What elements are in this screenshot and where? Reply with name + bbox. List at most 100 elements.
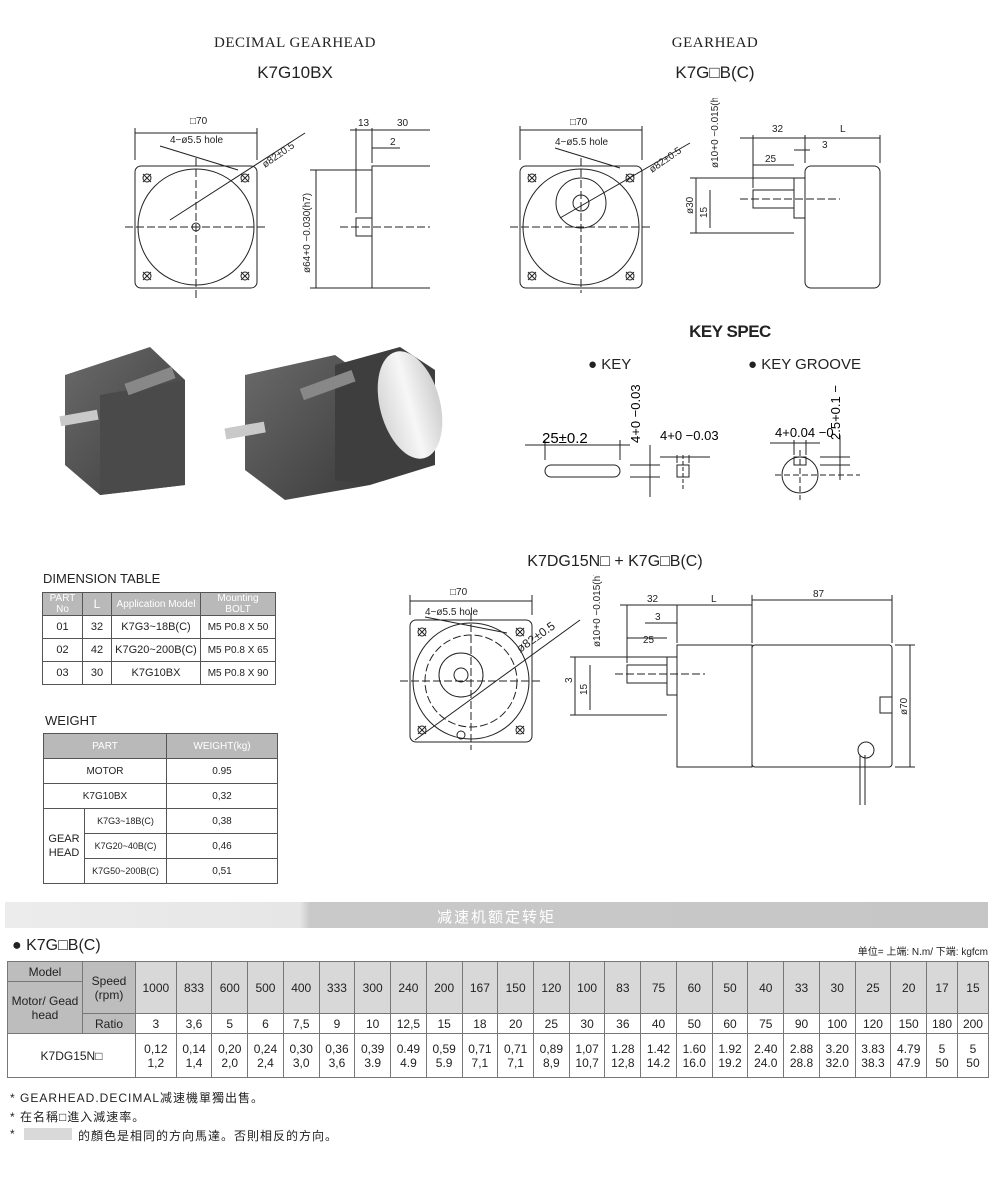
dim-2: 2 [390, 137, 396, 148]
col-part: PART [43, 733, 167, 759]
cell: 32 [82, 615, 112, 639]
ratio-cell: 15 [425, 1013, 463, 1034]
note-3: 的顏色是相同的方向馬達。否則相反的方向。 [78, 1129, 339, 1143]
decimal-gearhead-title: DECIMAL GEARHEAD [213, 35, 376, 51]
cell: 01 [42, 615, 83, 639]
dimension-table-title: DIMENSION TABLE [43, 571, 161, 586]
motor-photo [224, 347, 443, 500]
ratio-cell: 9 [318, 1013, 356, 1034]
dim-hole: 4−ø5.5 hole [170, 135, 224, 146]
dim-70: ø70 [899, 697, 910, 715]
key-spec-drawing: 25±0.2 4+0 −0.03 4+0 −0.03 4+0.04 −0 2.5… [525, 385, 860, 500]
ratio-cell: 90 [783, 1013, 820, 1034]
note-3-prefix: * [10, 1127, 16, 1141]
cell: M5 P0.8 X 50 [200, 615, 276, 639]
cell: 0,46 [166, 833, 278, 859]
ratio-cell: 12,5 [390, 1013, 427, 1034]
dim-pcd: ø82±0.5 [647, 145, 684, 175]
gearhead-photo-1 [59, 347, 185, 495]
table-row: 01 32 K7G3~18B(C) M5 P0.8 X 50 [42, 615, 276, 639]
table-row: K7G10BX 0,32 [43, 783, 278, 809]
speed-cell: 15 [956, 961, 990, 1014]
speed-cell: 83 [604, 961, 642, 1014]
ratio-cell: 3,6 [175, 1013, 213, 1034]
groove-width: 4+0.04 −0 [775, 425, 834, 440]
table-row: K7G50~200B(C) 0,51 [44, 858, 278, 884]
cell: 30 [82, 661, 112, 685]
cell: 0,32 [166, 783, 278, 809]
cell: K7G10BX [111, 661, 201, 685]
dim-hole: 4−ø5.5 hole [555, 137, 609, 148]
dim-25: 25 [643, 635, 655, 646]
col-application-model: Application Model [111, 592, 201, 616]
torque-banner: 减速机额定转矩 [5, 902, 988, 928]
speed-cell: 600 [211, 961, 249, 1014]
ratio-cell: 150 [890, 1013, 928, 1034]
key-spec-title: KEY SPEC [689, 322, 771, 341]
dim-L: L [840, 124, 846, 135]
decimal-gearhead-drawing: □70 4−ø5.5 hole ø82±0.5 13 30 2 ø64+0 −0… [125, 116, 430, 298]
dim-L: L [711, 594, 717, 605]
speed-cell: 833 [175, 961, 213, 1014]
dim-pcd: ø82±0.5 [260, 140, 297, 170]
key-groove-label: ● KEY GROOVE [748, 356, 861, 373]
ratio-cell: 10 [354, 1013, 392, 1034]
speed-cell: 333 [318, 961, 356, 1014]
weight-table-title: WEIGHT [45, 713, 97, 728]
note-2: * 在名稱□進入減速率。 [10, 1110, 146, 1124]
speed-cell: 50 [711, 961, 749, 1014]
motor-gearhead-label: Motor/ Gead head [7, 981, 83, 1034]
cell: K7G50~200B(C) [84, 858, 167, 884]
speed-cell: 150 [497, 961, 534, 1014]
speed-cell: 25 [854, 961, 892, 1014]
dimension-table: PART No L Application Model Mounting BOL… [42, 592, 276, 685]
dim-pilot: ø64+0 −0.030(h7) [302, 193, 313, 273]
speed-cell: 240 [390, 961, 427, 1014]
speed-cell: 40 [747, 961, 785, 1014]
speed-cell: 200 [425, 961, 463, 1014]
dim-square: □70 [450, 587, 468, 598]
cell: K7G3~18B(C) [84, 808, 167, 834]
dim-square: □70 [570, 117, 588, 128]
gearhead-title: GEARHEAD [671, 35, 759, 51]
speed-cell: 400 [282, 961, 320, 1014]
model-label: Model [7, 961, 83, 982]
assembly-drawing: □70 4−ø5.5 hole ø82±0.5 ø10+0 −0.015(h7)… [400, 575, 915, 805]
ratio-cell: 5 [211, 1013, 249, 1034]
dim-pcd: ø82±0.5 [514, 619, 558, 656]
cell: M5 P0.8 X 65 [200, 638, 276, 662]
cell: K7G10BX [43, 783, 167, 809]
dim-13: 13 [358, 118, 370, 129]
color-swatch [24, 1128, 72, 1140]
weight-table: PART WEIGHT(kg) MOTOR 0.95 K7G10BX 0,32 … [43, 733, 278, 884]
speed-cell: 100 [568, 961, 606, 1014]
dim-15: 15 [699, 206, 710, 218]
speed-cell: 33 [783, 961, 820, 1014]
cell: K7G3~18B(C) [111, 615, 201, 639]
ratio-cell: 120 [854, 1013, 892, 1034]
ratio-cell: 100 [818, 1013, 856, 1034]
cell: MOTOR [43, 758, 167, 784]
table-row: 02 42 K7G20~200B(C) M5 P0.8 X 65 [42, 638, 276, 662]
table-row: 03 30 K7G10BX M5 P0.8 X 90 [42, 661, 276, 685]
cell: 03 [42, 661, 83, 685]
table-row: MOTOR 0.95 [43, 758, 278, 784]
col-weight: WEIGHT(kg) [166, 733, 278, 759]
col-mounting-bolt: Mounting BOLT [200, 592, 276, 616]
dim-87: 87 [813, 589, 825, 600]
speed-cell: 167 [461, 961, 499, 1014]
